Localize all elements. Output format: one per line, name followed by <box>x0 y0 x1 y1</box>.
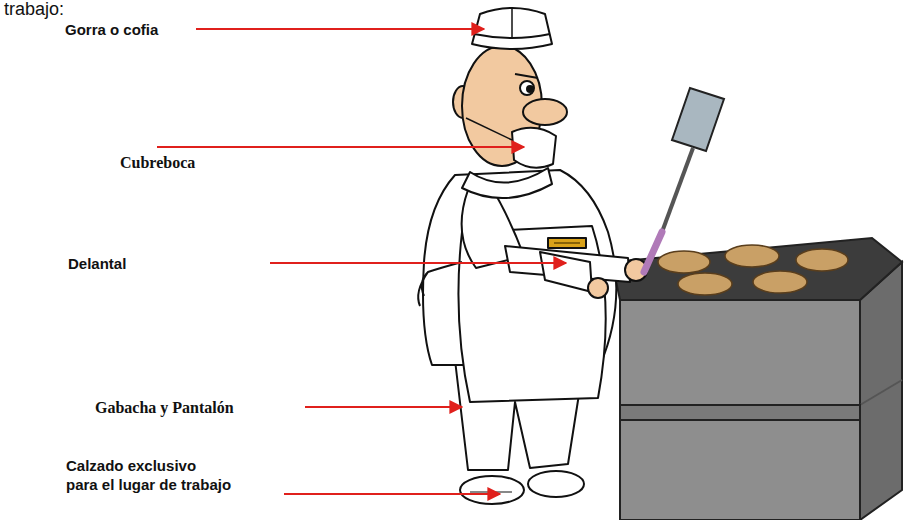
leader-arrow <box>157 146 524 148</box>
leader-arrow <box>196 28 484 30</box>
chef-figure <box>418 8 647 504</box>
leader-arrow <box>305 406 462 408</box>
griddle <box>612 238 902 520</box>
leader-arrows <box>157 29 566 494</box>
part-label: Calzado exclusivopara el lugar de trabaj… <box>66 456 231 494</box>
leader-arrow <box>270 262 566 264</box>
part-label: trabajo: <box>4 0 64 19</box>
part-label: Cubreboca <box>120 153 195 172</box>
spatula <box>644 88 724 272</box>
part-label: Delantal <box>68 254 126 273</box>
leader-arrow <box>284 493 500 495</box>
part-label: Gorra o cofia <box>65 20 158 39</box>
pancakes <box>658 245 848 295</box>
part-label: Gabacha y Pantalón <box>95 398 234 417</box>
